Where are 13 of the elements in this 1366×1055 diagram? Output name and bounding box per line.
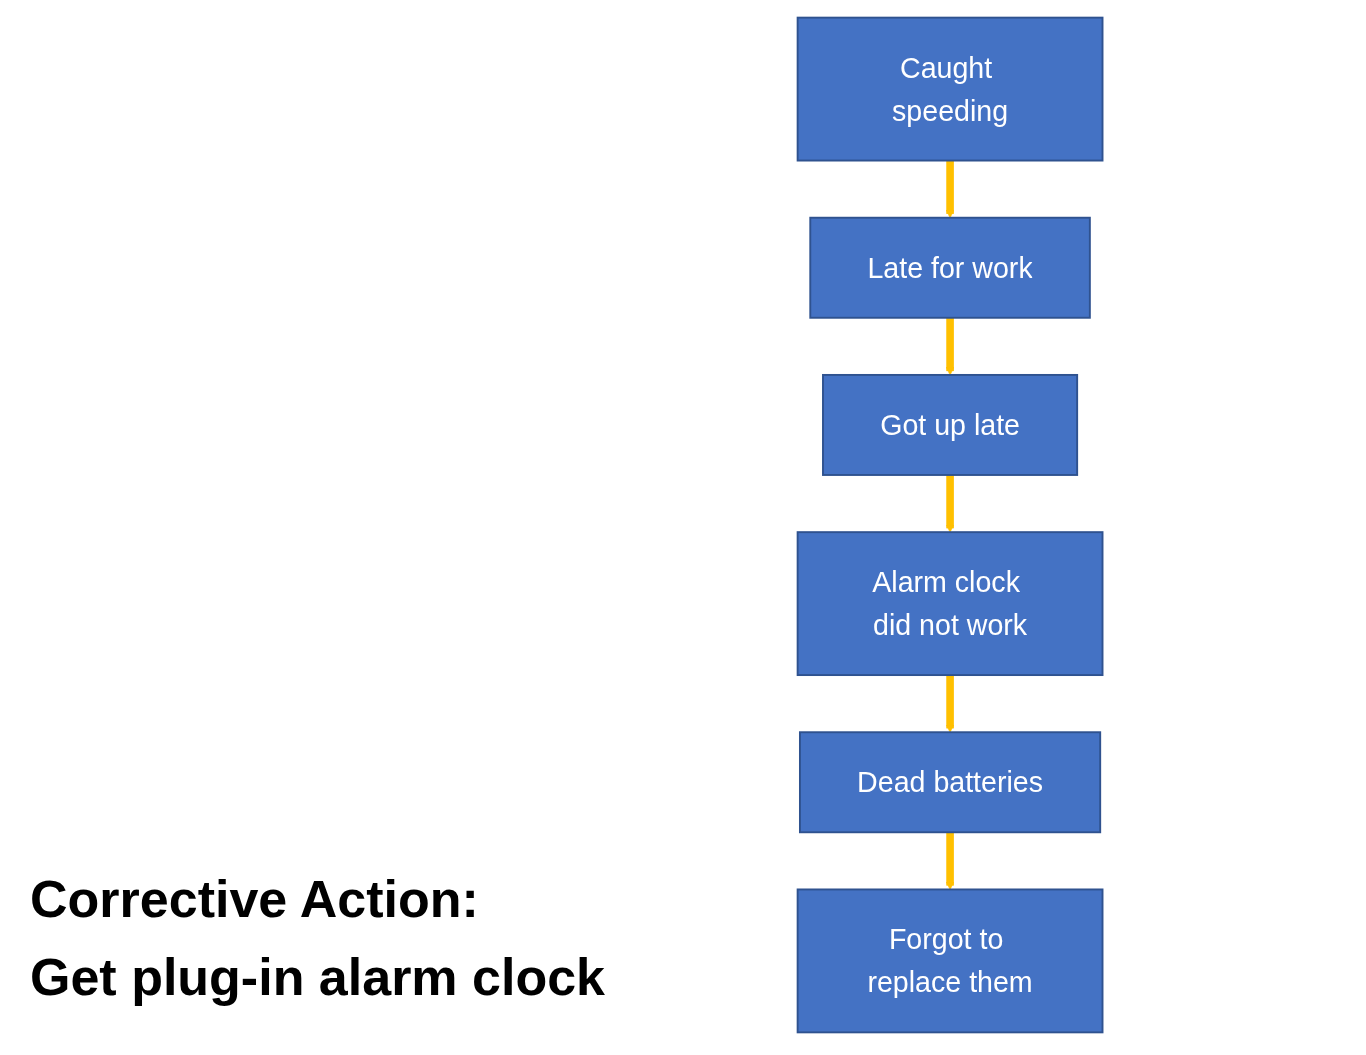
note-text: Corrective Action: <box>30 869 480 930</box>
node-box: Caught speeding <box>796 16 1104 162</box>
arrow <box>945 317 955 376</box>
node-box: Got up late <box>821 373 1079 476</box>
arrow <box>945 832 955 890</box>
arrow <box>945 475 955 533</box>
note-text: Get plug-in alarm clock <box>30 947 606 1008</box>
node-box: Alarm clock did not work <box>796 531 1104 677</box>
node-box: Forgot to replace them <box>796 888 1104 1034</box>
arrow <box>945 675 955 733</box>
arrow <box>945 160 955 219</box>
node-box: Late for work <box>809 216 1091 319</box>
node-box: Dead batteries <box>798 731 1102 834</box>
